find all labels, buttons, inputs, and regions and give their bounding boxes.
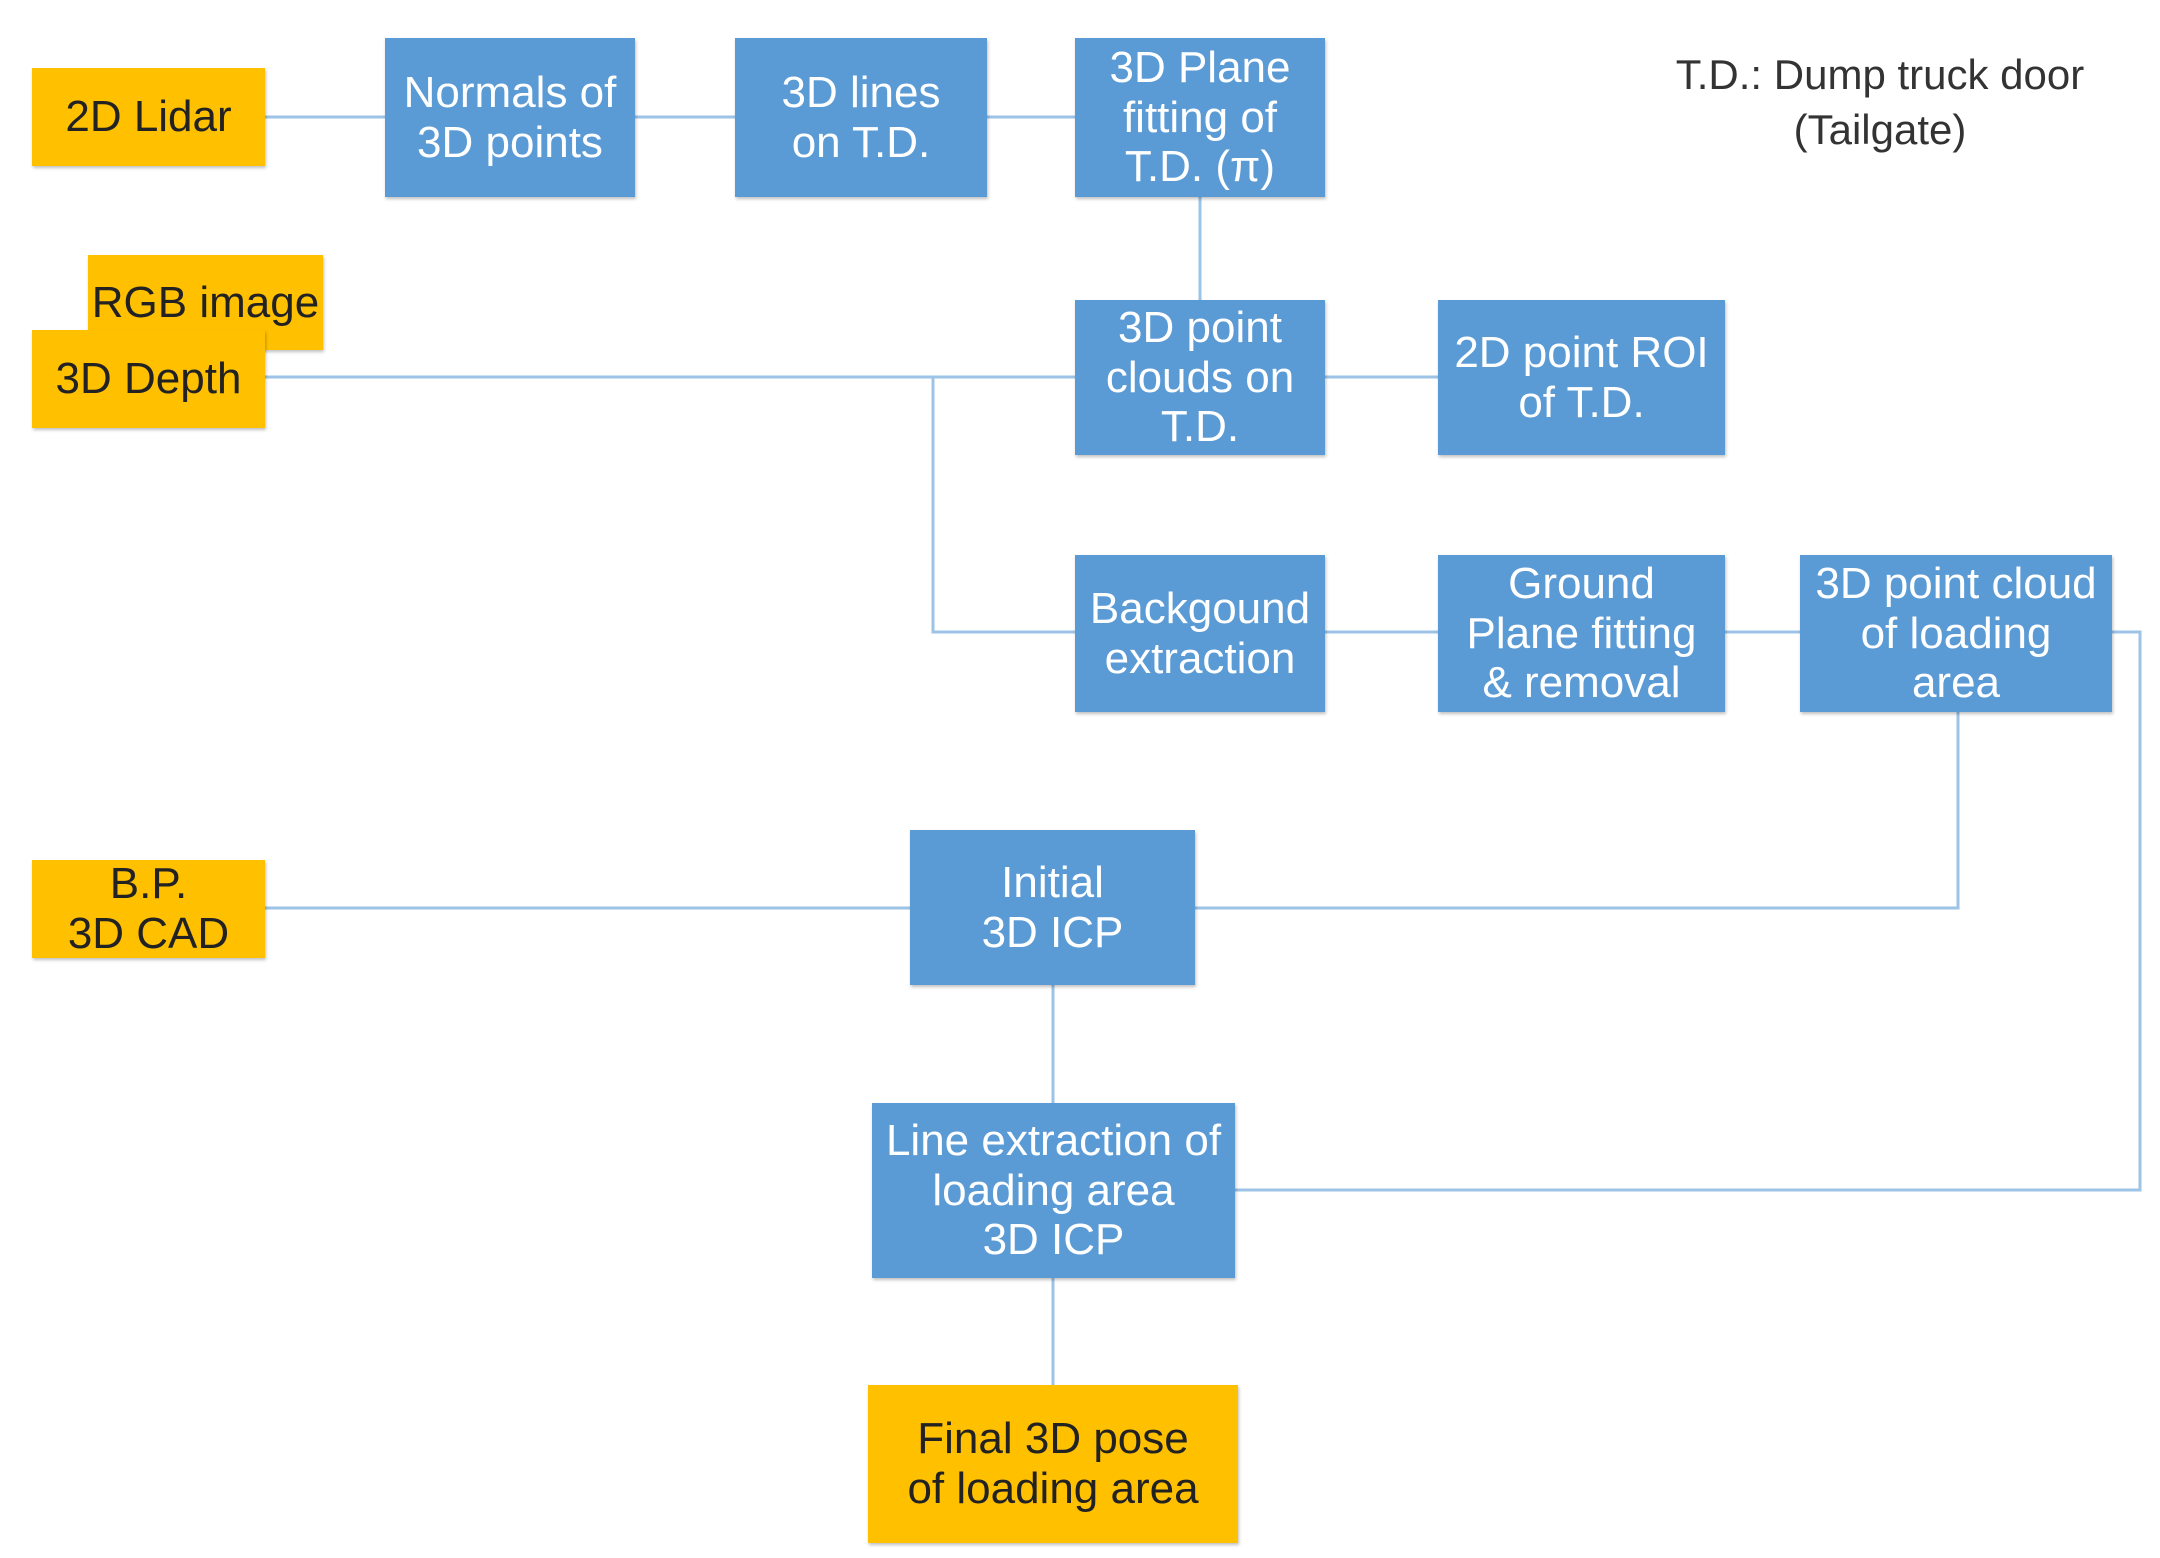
edge-loadingcloud-lineextraction xyxy=(1235,630,2142,1192)
node-loading-area-cloud: 3D point cloud of loading area xyxy=(1800,555,2112,712)
node-3d-depth: 3D Depth xyxy=(32,330,265,428)
legend-note: T.D.: Dump truck door (Tailgate) xyxy=(1675,51,2085,153)
node-line-extraction: Line extraction of loading area 3D ICP xyxy=(872,1103,1235,1278)
node-point-clouds-td: 3D point clouds on T.D. xyxy=(1075,300,1325,455)
edge-loadingcloud-icp xyxy=(1195,712,1960,910)
node-plane-fitting: 3D Plane fitting of T.D. (π) xyxy=(1075,38,1325,197)
node-initial-icp: Initial 3D ICP xyxy=(910,830,1195,985)
edge-depth-background xyxy=(931,377,1075,634)
node-ground-plane: Ground Plane fitting & removal xyxy=(1438,555,1725,712)
node-final-pose: Final 3D pose of loading area xyxy=(868,1385,1238,1543)
node-normals: Normals of 3D points xyxy=(385,38,635,197)
node-2d-lidar: 2D Lidar xyxy=(32,68,265,166)
node-bp-3d-cad: B.P. 3D CAD xyxy=(32,859,265,958)
node-3d-lines: 3D lines on T.D. xyxy=(735,38,987,197)
node-background-extraction: Backgound extraction xyxy=(1075,555,1325,712)
node-2d-point-roi: 2D point ROI of T.D. xyxy=(1438,300,1725,455)
